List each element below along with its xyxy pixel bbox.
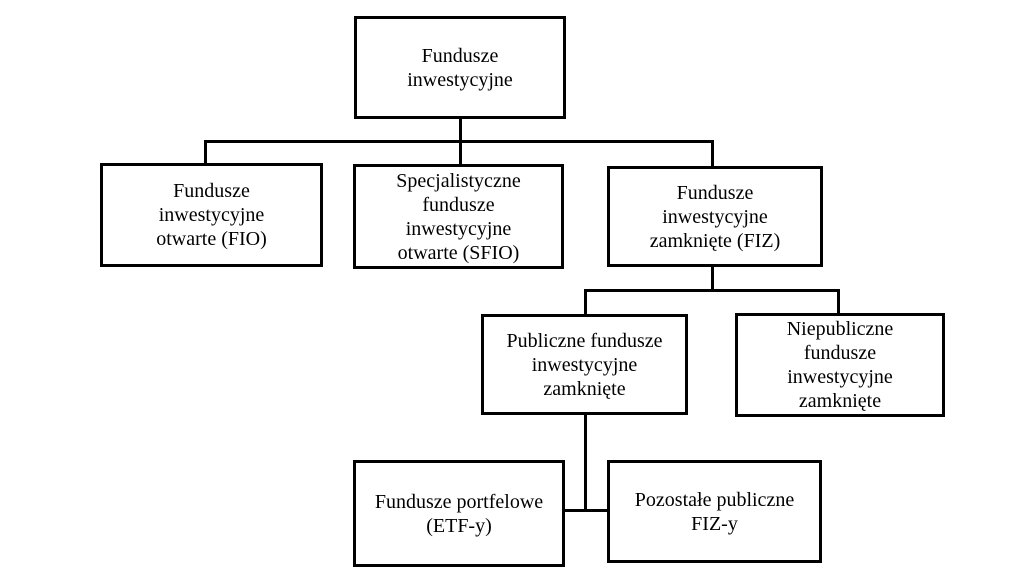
node-fundusze-inwestycyjne-otwarte-fio: Fundusze inwestycyjne otwarte (FIO) (100, 163, 323, 267)
node-fundusze-inwestycyjne: Fundusze inwestycyjne (354, 16, 566, 119)
connector-fiz-down (711, 267, 714, 292)
connector-level1-horizontal (204, 140, 714, 143)
connector-fiz-drop (711, 140, 714, 168)
node-pozostale-publiczne-fiz: Pozostałe publiczne FIZ-y (607, 460, 822, 563)
node-fundusze-portfelowe-etf: Fundusze portfelowe (ETF-y) (353, 460, 565, 567)
connector-level3-horizontal (562, 509, 610, 512)
node-specjalistyczne-fundusze-inwestycyjne-otwarte-sfio: Specjalistyczne fundusze inwestycyjne ot… (353, 164, 564, 269)
node-publiczne-fundusze-inwestycyjne-zamkniete: Publiczne fundusze inwestycyjne zamknięt… (481, 314, 688, 415)
connector-fio-drop (204, 140, 207, 165)
connector-publiczne-down (584, 415, 587, 512)
node-fundusze-inwestycyjne-zamkniete-fiz: Fundusze inwestycyjne zamknięte (FIZ) (607, 166, 823, 267)
connector-publiczne-drop (584, 289, 587, 316)
connector-niepubliczne-drop (837, 289, 840, 315)
connector-level2-horizontal (584, 289, 840, 292)
node-niepubliczne-fundusze-inwestycyjne-zamkniete: Niepubliczne fundusze inwestycyjne zamkn… (735, 313, 945, 417)
